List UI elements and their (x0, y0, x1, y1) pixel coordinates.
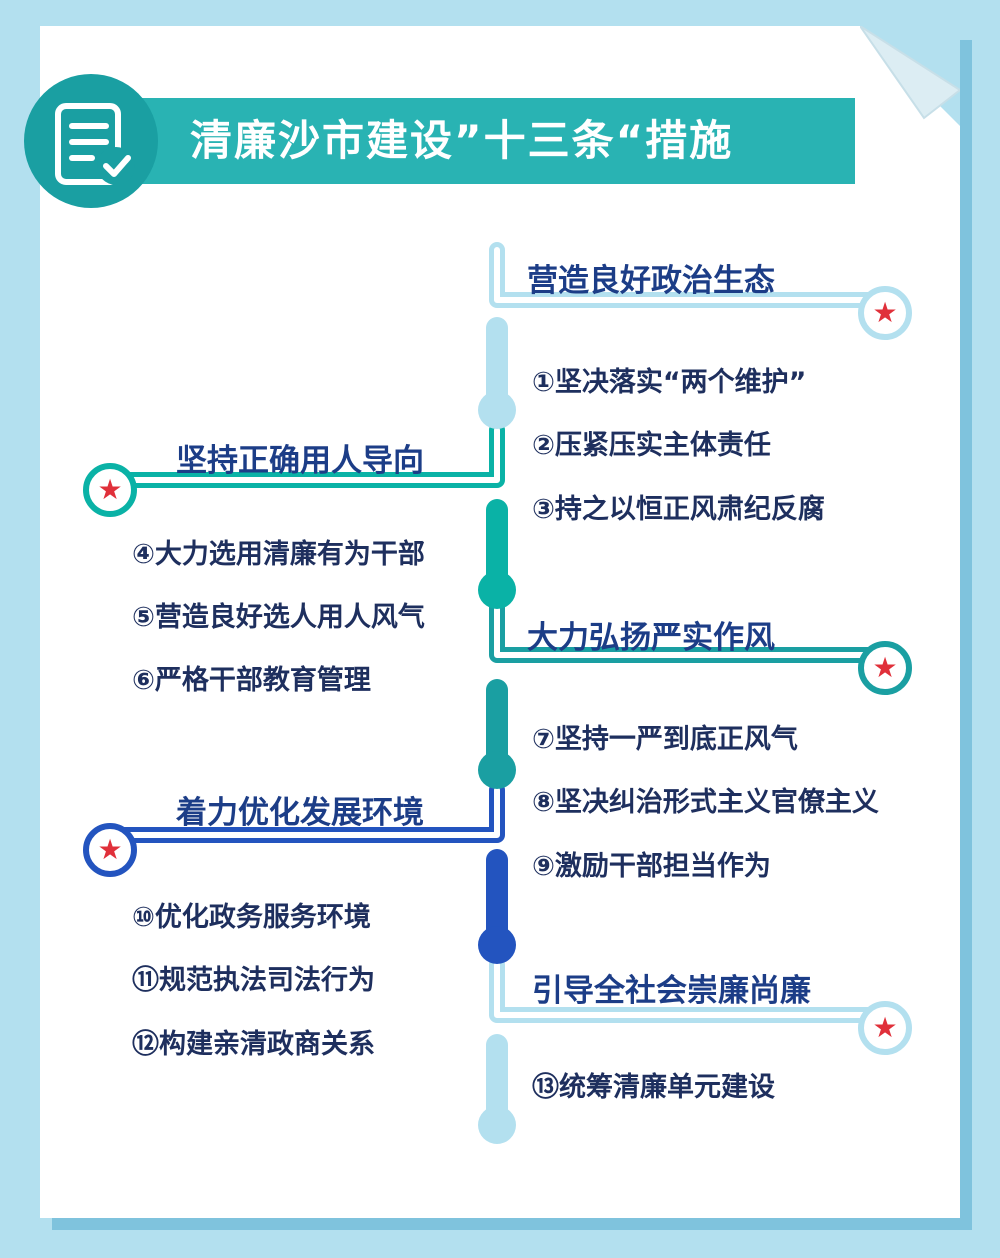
page-curl-corner (860, 26, 960, 126)
section-heading-3: 大力弘扬严实作风 (527, 620, 775, 656)
list-item: ⑦坚持一严到底正风气 (532, 724, 798, 755)
title-banner (128, 98, 855, 184)
red-star-icon: ★ (97, 833, 123, 866)
timeline-dot-1 (478, 391, 516, 429)
section-heading-2: 坚持正确用人导向 (176, 443, 424, 479)
timeline-dot-2 (478, 571, 516, 609)
list-item: ⑬统筹清廉单元建设 (532, 1072, 775, 1103)
star-ring-5 (858, 1001, 912, 1055)
list-item: ⑥严格干部教育管理 (132, 665, 371, 696)
star-ring-2 (83, 463, 137, 517)
list-item: ⑤营造良好选人用人风气 (132, 602, 425, 633)
timeline-dot-4 (478, 926, 516, 964)
list-item: ②压紧压实主体责任 (532, 430, 771, 461)
list-item: ⑧坚决纠治形式主义官僚主义 (532, 787, 879, 818)
star-ring-1 (858, 286, 912, 340)
list-item: ①坚决落实“两个维护” (532, 367, 807, 398)
timeline-dot-3 (478, 751, 516, 789)
red-star-icon: ★ (872, 651, 898, 684)
section-heading-1: 营造良好政治生态 (527, 263, 775, 299)
list-item: ⑨激励干部担当作为 (532, 851, 771, 882)
list-item: ⑪规范执法司法行为 (132, 965, 375, 996)
star-ring-3 (858, 641, 912, 695)
star-ring-4 (83, 823, 137, 877)
red-star-icon: ★ (872, 1011, 898, 1044)
red-star-icon: ★ (97, 473, 123, 506)
list-item: ③持之以恒正风肃纪反腐 (532, 494, 825, 525)
section-heading-4: 着力优化发展环境 (176, 795, 424, 831)
list-item: ⑩优化政务服务环境 (132, 902, 371, 933)
section-heading-5: 引导全社会崇廉尚廉 (532, 973, 811, 1009)
red-star-icon: ★ (872, 296, 898, 329)
checklist-document-icon (55, 103, 135, 185)
list-item: ⑫构建亲清政商关系 (132, 1029, 375, 1060)
list-item: ④大力选用清廉有为干部 (132, 539, 425, 570)
timeline-dot-5 (478, 1106, 516, 1144)
page-title: 清廉沙市建设”十三条“措施 (190, 116, 734, 165)
